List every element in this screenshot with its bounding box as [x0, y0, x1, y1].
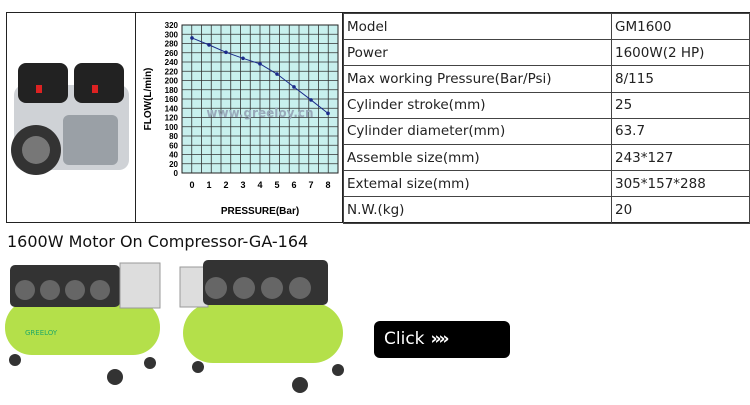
- x-tick-label: 5: [274, 180, 279, 190]
- y-tick-label: 200: [165, 77, 179, 86]
- x-tick-label: 6: [291, 180, 296, 190]
- spec-value: 8/115: [611, 65, 750, 93]
- y-tick-label: 100: [165, 123, 179, 132]
- svg-text:GREELOY: GREELOY: [25, 329, 58, 337]
- data-point: [309, 98, 313, 102]
- double-chevron-right-icon: »»: [430, 329, 450, 349]
- spec-value: GM1600: [611, 12, 750, 41]
- data-point: [292, 85, 296, 89]
- x-tick-label: 2: [223, 180, 228, 190]
- spec-label: Extemal size(mm): [343, 170, 612, 198]
- y-tick-label: 220: [165, 67, 179, 76]
- spec-value: 25: [611, 91, 750, 119]
- y-tick-label: 320: [165, 21, 179, 30]
- spec-label: Cylinder stroke(mm): [343, 91, 612, 119]
- y-tick-label: 180: [165, 86, 179, 95]
- y-tick-label: 300: [165, 30, 179, 39]
- spec-label: Cylinder diameter(mm): [343, 117, 612, 145]
- x-tick-label: 0: [189, 180, 194, 190]
- y-tick-label: 140: [165, 104, 179, 113]
- y-tick-label: 60: [169, 141, 178, 150]
- data-point: [207, 43, 211, 47]
- section-title: 1600W Motor On Compressor-GA-164: [7, 232, 309, 251]
- x-tick-label: 1: [206, 180, 211, 190]
- data-point: [275, 72, 279, 76]
- divider: [135, 12, 136, 223]
- spec-row: Extemal size(mm)305*157*288: [343, 170, 750, 198]
- spec-label: Assemble size(mm): [343, 143, 612, 172]
- spec-label: Max working Pressure(Bar/Psi): [343, 65, 612, 93]
- y-tick-label: 260: [165, 49, 179, 58]
- y-tick-label: 280: [165, 40, 179, 49]
- y-tick-label: 0: [174, 169, 179, 178]
- y-tick-label: 240: [165, 58, 179, 67]
- spec-row: Max working Pressure(Bar/Psi)8/115: [343, 65, 750, 93]
- motor-image: [11, 63, 129, 175]
- spec-row: Cylinder stroke(mm)25: [343, 91, 750, 119]
- spec-row: N.W.(kg)20: [343, 196, 750, 224]
- x-tick-label: 3: [240, 180, 245, 190]
- spec-row: Assemble size(mm)243*127: [343, 143, 750, 172]
- y-tick-label: 40: [169, 151, 178, 160]
- data-point: [326, 111, 330, 116]
- y-tick-label: 80: [169, 132, 178, 141]
- compressor-image-front: GREELOY: [5, 262, 161, 385]
- x-axis-label: PRESSURE(Bar): [221, 206, 299, 217]
- click-label: Click: [384, 329, 425, 349]
- spec-value: 63.7: [611, 117, 750, 145]
- x-tick-label: 8: [325, 180, 330, 190]
- y-tick-label: 20: [169, 160, 178, 169]
- flow-pressure-chart: www.greeloy.cn02040608010012014016018020…: [143, 21, 339, 217]
- data-point: [224, 50, 228, 55]
- spec-label: N.W.(kg): [343, 196, 612, 224]
- divider: [342, 12, 343, 223]
- compressor-image-back: [179, 260, 344, 393]
- watermark: www.greeloy.cn: [206, 106, 313, 120]
- y-tick-label: 160: [165, 95, 179, 104]
- spec-label: Power: [343, 39, 612, 67]
- spec-label: Model: [343, 12, 612, 41]
- data-point: [190, 36, 194, 40]
- y-axis-label: FLOW(L/min): [143, 68, 154, 131]
- x-tick-label: 7: [308, 180, 313, 190]
- y-tick-label: 120: [165, 114, 179, 123]
- data-point: [241, 56, 245, 61]
- spec-value: 1600W(2 HP): [611, 39, 750, 67]
- spec-row: Cylinder diameter(mm)63.7: [343, 117, 750, 145]
- click-button[interactable]: Click»»: [374, 321, 510, 358]
- spec-value: 243*127: [611, 143, 750, 172]
- x-tick-label: 4: [257, 180, 262, 190]
- data-point: [258, 62, 262, 66]
- spec-value: 305*157*288: [611, 170, 750, 198]
- spec-value: 20: [611, 196, 750, 224]
